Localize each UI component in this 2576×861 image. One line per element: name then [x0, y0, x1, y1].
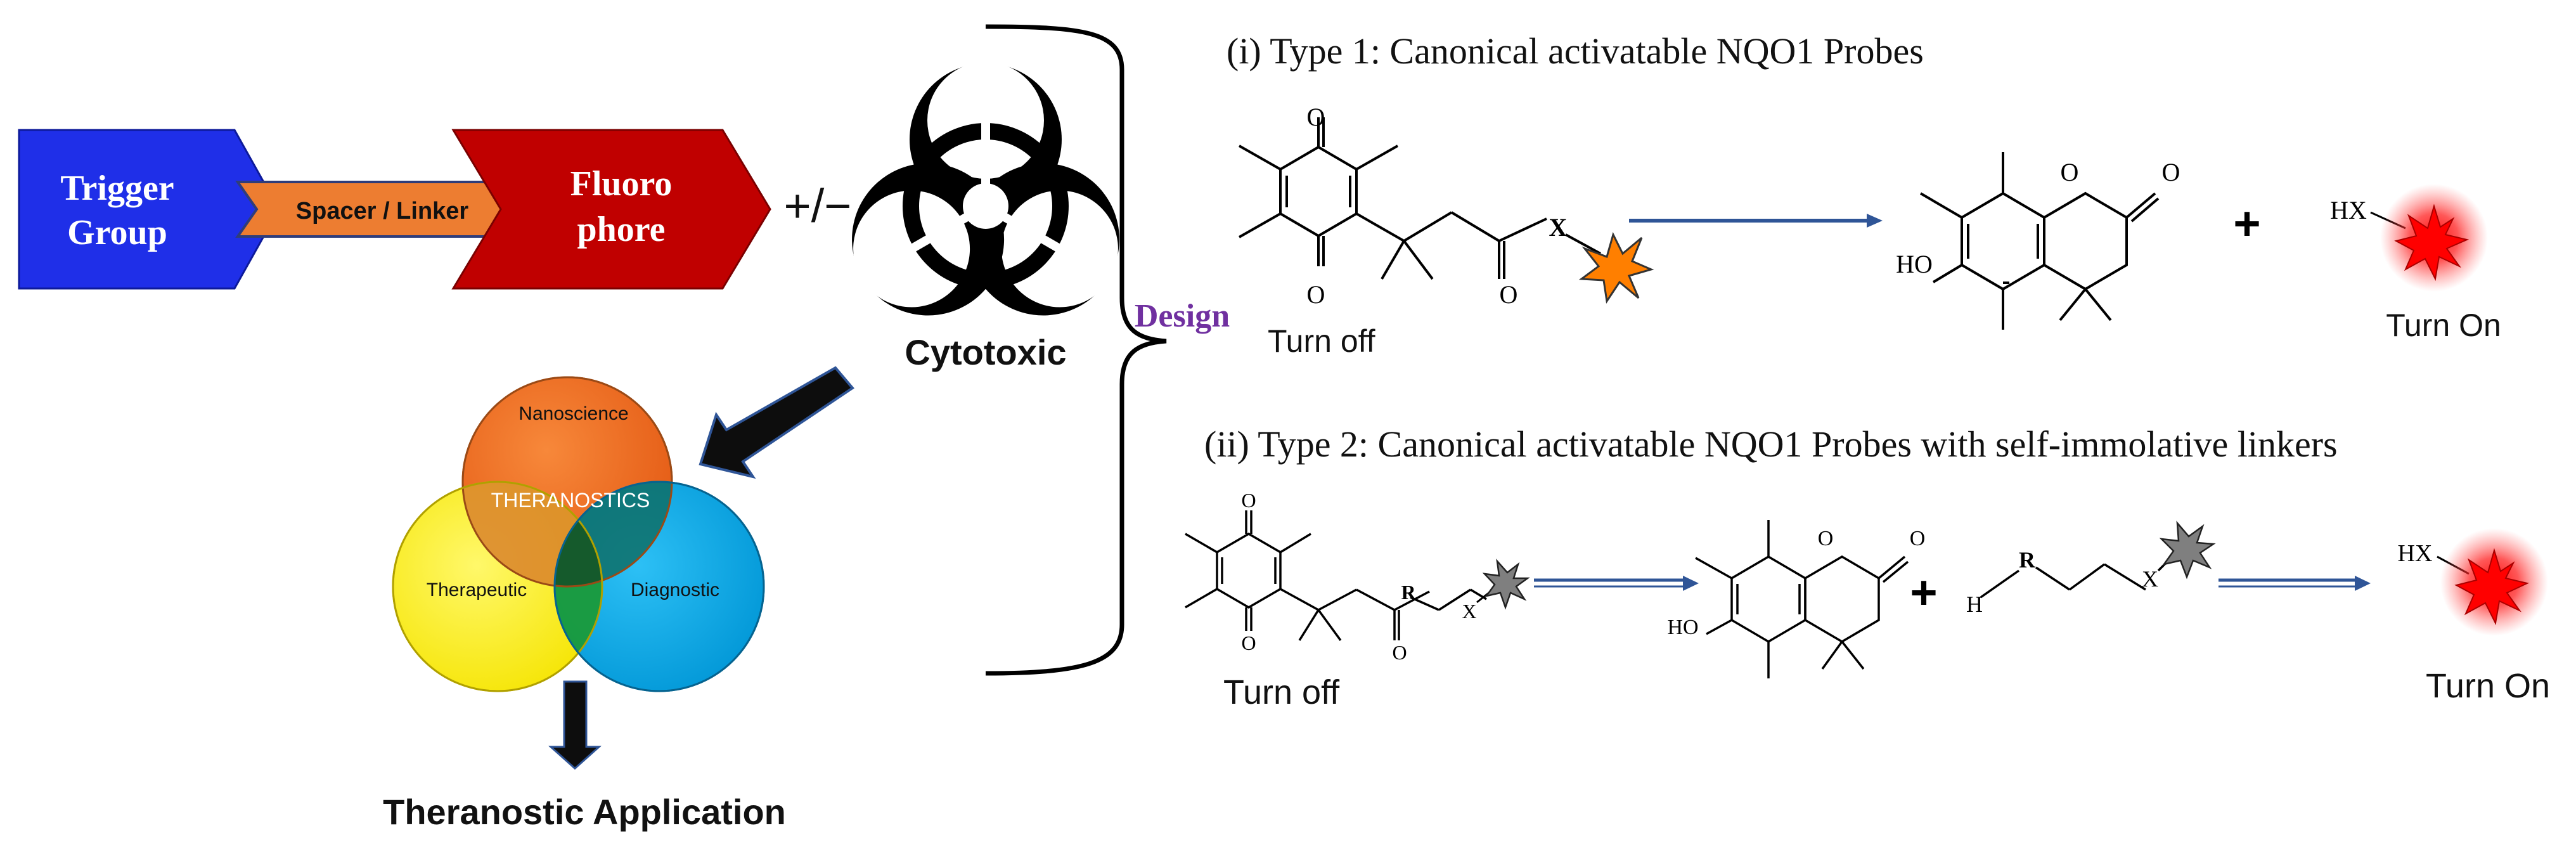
- type1-o-top: O: [1307, 103, 1325, 131]
- type1-red-star: [2394, 204, 2470, 282]
- type2-intermediate-x-label: X: [2142, 566, 2158, 592]
- venn-label-theranostics: THERANOSTICS: [491, 489, 650, 512]
- type1-fluorophore-star-orange: [1578, 231, 1654, 304]
- type2-title: (ii) Type 2: Canonical activatable NQO1 …: [1204, 424, 2338, 465]
- type1-probe-structure: [1239, 117, 1601, 280]
- diagonal-arrow: [699, 366, 854, 479]
- type1-o-bottom: O: [1307, 280, 1325, 309]
- type2-fluorophore-star-gray: [1482, 559, 1530, 610]
- type1-lactone-structure: [1919, 152, 2160, 330]
- trigger-group-block: Trigger Group: [18, 129, 280, 290]
- type2-intermediate-r-label: R: [2019, 547, 2036, 573]
- type2-plus: +: [1910, 566, 1937, 619]
- type2-h-label: H: [1966, 592, 1983, 617]
- type2-probe-structure: [1185, 510, 1487, 642]
- type1-plus: +: [2233, 197, 2260, 250]
- cytotoxic-label: Cytotoxic: [905, 332, 1066, 372]
- type2-lactone-o-carbonyl: O: [1910, 527, 1926, 550]
- venn-label-nanoscience: Nanoscience: [518, 403, 628, 424]
- type2-o-top: O: [1241, 489, 1256, 512]
- fluorophore-label-1: Fluoro: [570, 164, 673, 204]
- type2-turn-off: Turn off: [1223, 673, 1340, 711]
- type2-reaction-arrowhead-2: [2355, 576, 2371, 591]
- design-bracket: [985, 24, 1167, 676]
- type1-hx-label: HX: [2330, 196, 2367, 224]
- type2-hx-label: HX: [2398, 540, 2433, 567]
- type1-turn-on: Turn On: [2386, 308, 2501, 343]
- type1-title: (i) Type 1: Canonical activatable NQO1 P…: [1227, 30, 1924, 72]
- type1-o-carbonyl: O: [1500, 280, 1518, 309]
- type2-turn-on: Turn On: [2426, 667, 2550, 705]
- fluorophore-block: Fluoro phore: [451, 129, 771, 290]
- type2-red-star: [2454, 548, 2530, 626]
- type2-intermediate-star-gray: [2159, 521, 2216, 579]
- theranostic-application-label: Theranostic Application: [383, 792, 786, 832]
- type2-r-label: R: [1401, 581, 1416, 604]
- type1-lactone-o-carbonyl: O: [2162, 158, 2180, 186]
- type2-lactone-o-ring: O: [1818, 527, 1834, 550]
- biohazard-icon: [852, 62, 1119, 316]
- type1-lactone-o-ring: O: [2061, 158, 2079, 186]
- venn-label-therapeutic: Therapeutic: [427, 579, 527, 600]
- type2-lactone-structure: [1695, 520, 1909, 678]
- type1-turn-off: Turn off: [1268, 323, 1375, 359]
- venn-label-diagnostic: Diagnostic: [631, 579, 719, 600]
- type2-x-label: X: [1462, 600, 1476, 623]
- design-label: Design: [1135, 298, 1230, 334]
- trigger-group-label-1: Trigger: [60, 169, 174, 208]
- fluorophore-label-2: phore: [577, 210, 666, 249]
- type2-ho-label: HO: [1667, 616, 1698, 639]
- plus-minus-symbol: +/−: [784, 179, 852, 232]
- down-arrow: [548, 680, 602, 770]
- type2-reaction-arrowhead-1: [1683, 576, 1699, 591]
- spacer-linker-label: Spacer / Linker: [296, 198, 469, 224]
- type2-o-bottom: O: [1241, 631, 1256, 654]
- trigger-group-label-2: Group: [67, 213, 167, 252]
- type1-ho-label: HO: [1896, 250, 1933, 278]
- venn-diagram: Nanoscience THERANOSTICS Therapeutic Dia…: [392, 376, 765, 692]
- type1-x-label: X: [1549, 213, 1568, 242]
- type2-o-carbonyl: O: [1392, 641, 1407, 664]
- type1-reaction-arrowhead: [1867, 214, 1883, 228]
